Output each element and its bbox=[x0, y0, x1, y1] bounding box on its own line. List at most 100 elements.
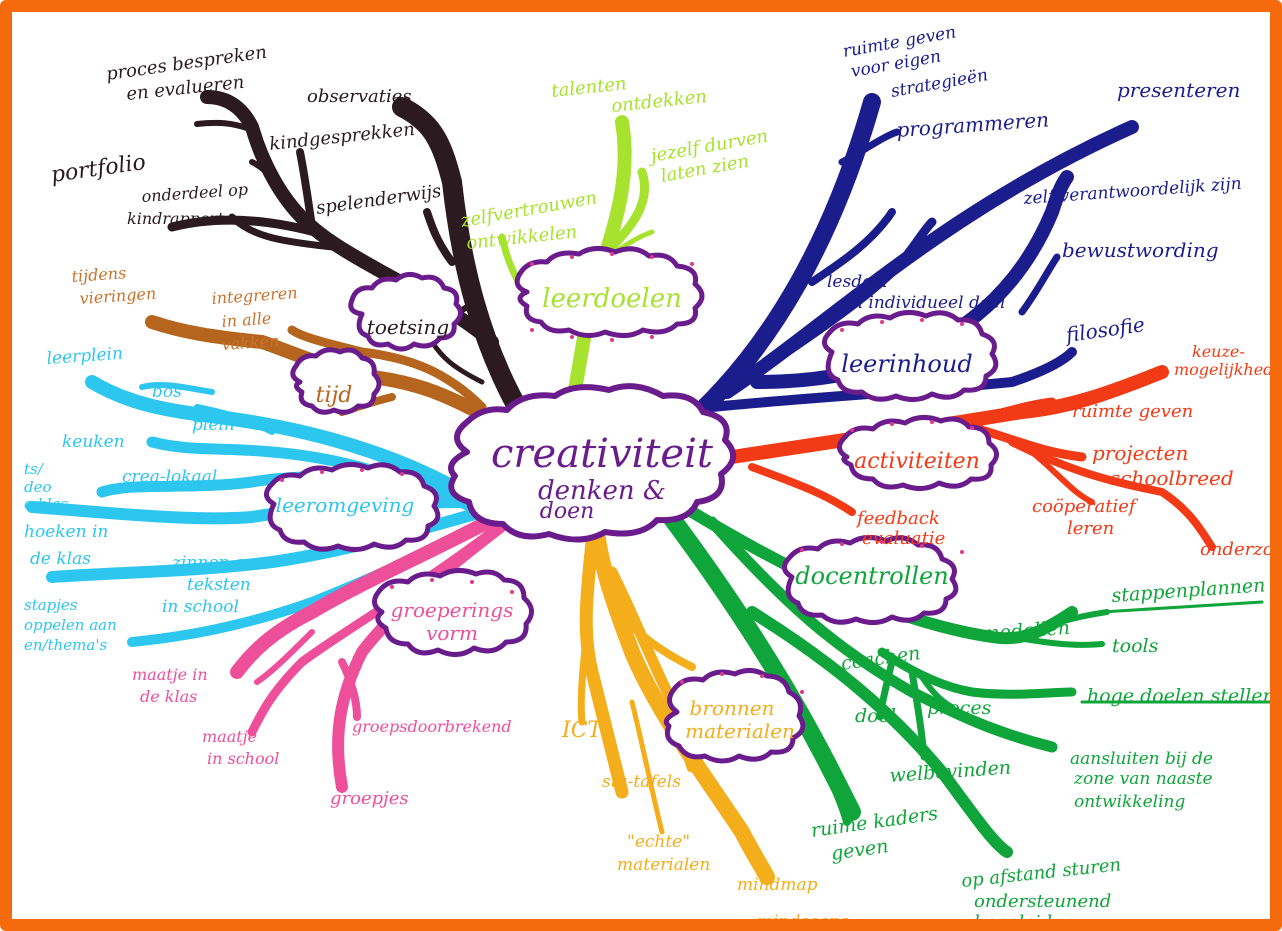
cloud-labels: toetsing tijd leerdoelen leerinhoud acti… bbox=[276, 284, 980, 743]
label-groepjes: groepjes bbox=[330, 788, 409, 809]
label-hoge-doelen: hoge doelen stellen bbox=[1087, 685, 1275, 707]
label-keuze: keuze- bbox=[1192, 342, 1245, 361]
label-hoeken-2: deo bbox=[24, 478, 52, 496]
label-crea-lokaal: crea-lokaal bbox=[122, 467, 217, 487]
cloud-label-docentrollen: docentrollen bbox=[795, 562, 949, 590]
label-integreren: integreren bbox=[211, 283, 298, 308]
label-onderzoek: onderzoek bbox=[1200, 539, 1282, 560]
label-koppelen: oppelen aan bbox=[24, 616, 117, 634]
label-proces: proces bbox=[927, 697, 992, 719]
label-welbevinden: welbevinden bbox=[889, 757, 1012, 787]
cloud-tijd bbox=[290, 347, 382, 415]
label-maatje-in: maatje in bbox=[132, 665, 208, 684]
center-title-line3: doen bbox=[540, 499, 595, 524]
label-zelfvertrouwen: zelfvertrouwen bbox=[458, 187, 598, 232]
label-de-klas-pink: de klas bbox=[140, 687, 197, 706]
label-teksten: teksten bbox=[187, 575, 251, 595]
label-individueel-doel: en individueel doel bbox=[842, 293, 1006, 313]
cloud-label-groeperingsvorm-2: vorm bbox=[426, 621, 478, 645]
label-evaluatie: evaluatie bbox=[862, 528, 945, 549]
label-vieringen: vieringen bbox=[79, 284, 157, 308]
center-title-line2: denken & bbox=[538, 476, 666, 506]
label-kindgesprekken: kindgesprekken bbox=[268, 119, 415, 155]
label-presenteren: presenteren bbox=[1117, 78, 1240, 102]
labels-tijd: tijdens vieringen integreren in alle vak… bbox=[71, 263, 298, 354]
label-mindmap: mindmap bbox=[737, 875, 818, 895]
label-echte: "echte" bbox=[627, 832, 690, 852]
labels-docentrollen: stappenplannen modellen tools coachen ho… bbox=[810, 574, 1275, 931]
label-keuken: keuken bbox=[62, 432, 125, 452]
labels-groeperingsvorm: maatje in de klas maatje in school groep… bbox=[132, 665, 512, 809]
label-hoeken-in: hoeken in bbox=[24, 522, 108, 542]
cloud-label-bronnen-2: materialen bbox=[685, 719, 795, 743]
center-title-line1: creativiteit bbox=[491, 431, 714, 477]
label-materialen: materialen bbox=[617, 855, 710, 875]
label-doel: doel bbox=[855, 705, 896, 727]
label-feedback: feedback bbox=[855, 508, 940, 529]
label-in-alle: in alle bbox=[221, 309, 272, 331]
label-ict: ICT bbox=[561, 718, 605, 743]
labels-leeromgeving: leerplein bos plein keuken crea-lokaal t… bbox=[24, 344, 256, 654]
label-vakken: vakken bbox=[221, 331, 280, 354]
label-aansluiten: aansluiten bij de bbox=[1070, 749, 1213, 769]
label-ondersteunend: ondersteunend bbox=[974, 891, 1111, 912]
label-geven: geven bbox=[830, 835, 890, 865]
cloud-label-leeromgeving: leeromgeving bbox=[276, 493, 415, 517]
label-de-klas: de klas bbox=[30, 549, 91, 569]
label-lesdoel: lesdoel bbox=[827, 272, 888, 292]
cloud-leerinhoud bbox=[822, 310, 999, 402]
label-leren: leren bbox=[1067, 518, 1114, 539]
label-mogelijkheden: mogelijkheden bbox=[1174, 360, 1282, 379]
labels-toetsing: proces bespreken en evalueren observatie… bbox=[49, 42, 442, 228]
label-maatje: maatje bbox=[202, 727, 257, 746]
mindmap-canvas: toetsing tijd leerdoelen leerinhoud acti… bbox=[24, 22, 1282, 931]
label-projecten: projecten bbox=[1092, 441, 1188, 465]
label-cooperatief: coöperatief bbox=[1032, 496, 1139, 517]
label-observaties: observaties bbox=[307, 86, 412, 107]
label-schoolbreed: schoolbreed bbox=[1110, 466, 1234, 490]
label-begeleiden: begeleiden bbox=[974, 912, 1074, 931]
label-programmeren: programmeren bbox=[896, 107, 1050, 142]
label-ontwikkeling: ontwikkeling bbox=[1074, 792, 1185, 812]
label-bewustwording: bewustwording bbox=[1062, 238, 1219, 262]
label-sta-tafels: sta-tafels bbox=[602, 772, 681, 792]
label-thema: en/thema's bbox=[24, 636, 107, 654]
label-onderdeel-op: onderdeel op bbox=[141, 180, 249, 206]
cloud-leeromgeving bbox=[264, 462, 441, 552]
label-groepsdoorbrekend: groepsdoorbrekend bbox=[352, 717, 512, 736]
label-portfolio: portfolio bbox=[49, 150, 147, 188]
label-mindscape: mindscape bbox=[757, 912, 850, 931]
label-bos: bos bbox=[152, 382, 182, 402]
label-in-school: in school bbox=[162, 597, 239, 617]
cloud-docentrollen bbox=[782, 535, 959, 625]
cloud-dots bbox=[280, 252, 974, 694]
label-filosofie: filosofie bbox=[1062, 312, 1146, 347]
label-hoeken-3: e klas bbox=[24, 495, 68, 513]
cloud-groeperingsvorm bbox=[372, 568, 534, 657]
label-tijdens: tijdens bbox=[71, 263, 127, 286]
label-stapjes: stapjes bbox=[24, 596, 78, 614]
cloud-label-groeperingsvorm-1: groeperings bbox=[391, 598, 514, 622]
label-plein: plein bbox=[192, 415, 235, 435]
labels-activiteiten: keuze- mogelijkheden ruimte geven projec… bbox=[855, 342, 1282, 560]
label-zone: zone van naaste bbox=[1073, 769, 1213, 789]
label-kindrapport: kindrapport bbox=[127, 209, 224, 228]
label-leerplein: leerplein bbox=[46, 344, 124, 369]
label-in-school-pink: in school bbox=[207, 749, 279, 768]
cloud-toetsing bbox=[348, 272, 463, 352]
cloud-label-activiteiten: activiteiten bbox=[854, 449, 980, 474]
label-ruimte-geven-red: ruimte geven bbox=[1072, 401, 1193, 422]
label-zelf-verantwoordelijk: zelf verantwoordelijk zijn bbox=[1022, 174, 1242, 209]
cloud-label-leerinhoud: leerinhoud bbox=[841, 350, 972, 378]
cloud-center bbox=[448, 383, 736, 543]
label-hoeken-1: ts/ bbox=[24, 460, 45, 478]
cloud-label-tijd: tijd bbox=[316, 383, 353, 408]
label-tools: tools bbox=[1112, 635, 1159, 657]
cloud-leerdoelen bbox=[514, 246, 705, 338]
green-underlines bbox=[1080, 600, 1270, 704]
label-zinnen-en: zinnen en bbox=[171, 553, 256, 573]
labels-bronnen: ICT sta-tafels "echte" materialen mindma… bbox=[561, 718, 850, 931]
cloud-label-bronnen-1: bronnen bbox=[690, 696, 775, 720]
cloud-activiteiten bbox=[837, 415, 999, 491]
